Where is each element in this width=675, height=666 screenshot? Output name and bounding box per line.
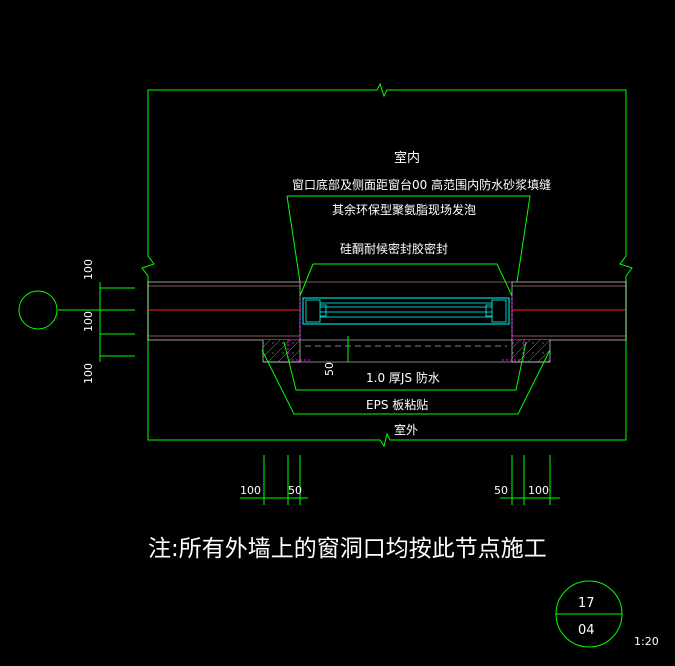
dim-inner-50: 50 bbox=[323, 362, 336, 376]
dim-left-mid: 100 bbox=[82, 311, 95, 332]
interior-label: 室内 bbox=[394, 150, 420, 166]
detail-scale: 1:20 bbox=[634, 635, 659, 648]
gap-note: 窗口底部及侧面距窗台00 高范围内防水砂浆填缝 bbox=[292, 177, 551, 192]
exterior-label: 室外 bbox=[394, 422, 418, 437]
left-dimensions bbox=[18, 282, 135, 362]
dim-bottom-left-100: 100 bbox=[240, 484, 261, 497]
detail-number: 17 bbox=[578, 596, 595, 611]
right-wall bbox=[511, 281, 627, 363]
window-frame bbox=[302, 297, 510, 325]
foam-note: 其余环保型聚氨脂现场发泡 bbox=[332, 202, 476, 217]
js-waterproof-note: 1.0 厚JS 防水 bbox=[366, 370, 440, 385]
left-wall bbox=[147, 281, 301, 363]
dim-bottom-right-50: 50 bbox=[494, 484, 508, 497]
eps-note: EPS 板粘贴 bbox=[366, 397, 428, 412]
bottom-dimensions bbox=[240, 455, 560, 505]
axis-bubble bbox=[18, 290, 58, 330]
detail-reference: 17 04 bbox=[555, 580, 623, 648]
callout-leaders bbox=[261, 195, 551, 415]
waterproof-membrane bbox=[287, 296, 525, 361]
dim-bottom-right-100: 100 bbox=[528, 484, 549, 497]
opening-lines bbox=[263, 281, 550, 363]
sealant-note: 硅酮耐候密封胶密封 bbox=[340, 241, 448, 256]
dim-left-bottom: 100 bbox=[82, 363, 95, 384]
detail-boundary bbox=[141, 82, 633, 448]
dim-left-top: 100 bbox=[82, 259, 95, 280]
detail-sheet: 04 bbox=[578, 623, 595, 638]
dim-bottom-left-50: 50 bbox=[288, 484, 302, 497]
main-note: 注:所有外墙上的窗洞口均按此节点施工 bbox=[148, 536, 547, 562]
